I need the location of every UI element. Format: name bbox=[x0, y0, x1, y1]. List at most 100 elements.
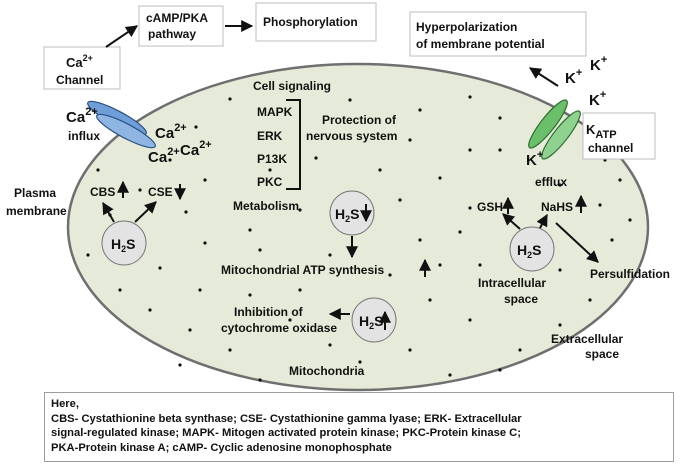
cytoplasm-dot bbox=[418, 108, 422, 112]
extracellular-label-1: Extracellular bbox=[551, 332, 623, 346]
cytoplasm-dot bbox=[328, 253, 332, 257]
ca-ion-inside-3: Ca2+ bbox=[180, 139, 212, 159]
k-ion-1: K+ bbox=[565, 67, 582, 87]
cytoplasm-dot bbox=[418, 238, 422, 242]
abbreviation-legend: Here, CBS- Cystathionine beta synthase; … bbox=[44, 392, 674, 462]
cytoplasm-dot bbox=[378, 168, 382, 172]
cytoplasm-dot bbox=[194, 125, 198, 129]
cytoplasm-dot bbox=[248, 293, 252, 297]
cytoplasm-dot bbox=[558, 268, 562, 272]
cytoplasm-dot bbox=[228, 348, 232, 352]
cell-signaling-label: Cell signaling bbox=[253, 79, 331, 93]
cytoplasm-dot bbox=[86, 253, 90, 257]
cytoplasm-dot bbox=[478, 263, 482, 267]
cytoplasm-dot bbox=[298, 208, 302, 212]
legend-line-4: PKA-Protein kinase A; cAMP- Cyclic adeno… bbox=[51, 441, 392, 454]
camp-label-1: cAMP/PKA bbox=[146, 11, 208, 25]
cytoplasm-dot bbox=[448, 373, 452, 377]
ca-channel-icon bbox=[87, 100, 156, 149]
k-ion-3: K+ bbox=[589, 89, 606, 109]
cytoplasm-dot bbox=[468, 148, 472, 152]
cytoplasm-dot bbox=[558, 183, 562, 187]
h2s-circle-left bbox=[101, 220, 147, 266]
nahs-label: NaHS bbox=[541, 200, 573, 214]
cytoplasm-dot bbox=[298, 288, 302, 292]
arrow-h2s-to-nahs bbox=[536, 213, 548, 229]
cytoplasm-dot bbox=[438, 176, 442, 180]
intracellular-label-2: space bbox=[504, 292, 538, 306]
hyperpolarization-label-2: of membrane potential bbox=[416, 37, 545, 51]
ca-channel-label: Ca2+ bbox=[66, 53, 93, 70]
cytoplasm-dot bbox=[118, 288, 122, 292]
phosphorylation-box bbox=[255, 2, 377, 42]
katp-box bbox=[582, 112, 656, 160]
protection-label-2: nervous system bbox=[306, 129, 397, 143]
cytoplasm-dot bbox=[408, 348, 412, 352]
p13k-label: P13K bbox=[257, 152, 287, 166]
cytoplasm-dot bbox=[258, 378, 262, 382]
legend-line-3: signal-regulated kinase; MAPK- Mitogen a… bbox=[51, 427, 521, 439]
efflux-label: efflux bbox=[535, 175, 567, 189]
inhibition-label-2: cytochrome oxidase bbox=[221, 321, 337, 335]
cytoplasm-dot bbox=[168, 158, 172, 162]
cbs-label: CBS bbox=[90, 185, 115, 199]
hyperpolarization-label-1: Hyperpolarization bbox=[416, 20, 517, 34]
arrow-to-hyperpolarization bbox=[528, 67, 559, 87]
cytoplasm-dot bbox=[628, 218, 632, 222]
cytoplasm-dot bbox=[358, 360, 362, 364]
cytoplasm-dot bbox=[268, 168, 272, 172]
intracellular-label-1: Intracellular bbox=[478, 276, 546, 290]
gsh-label: GSH bbox=[477, 200, 503, 214]
plasma-membrane-label-1: Plasma bbox=[14, 186, 56, 200]
arrow-h2s-to-cse bbox=[134, 201, 157, 223]
h2s-label-lower: H2S bbox=[359, 313, 383, 331]
legend-line-2: CBS- Cystathionine beta synthase; CSE- C… bbox=[51, 412, 522, 425]
cytoplasm-dot bbox=[458, 230, 462, 234]
arrow-h2s-to-persulfidation bbox=[555, 222, 599, 263]
cytoplasm-dot bbox=[258, 248, 262, 252]
cytoplasm-dot bbox=[398, 198, 402, 202]
phosphorylation-label: Phosphorylation bbox=[263, 15, 358, 29]
ca-channel-box bbox=[43, 46, 121, 90]
h2s-label-center: H2S bbox=[335, 206, 359, 224]
protection-label-1: Protection of bbox=[322, 113, 397, 127]
camp-label-2: pathway bbox=[148, 27, 196, 41]
influx-label: influx bbox=[68, 129, 100, 143]
metabolism-label: Metabolism bbox=[233, 199, 299, 213]
cytoplasm-dot bbox=[610, 238, 614, 242]
persulfidation-label: Persulfidation bbox=[590, 267, 670, 281]
cytoplasm-dot bbox=[248, 228, 252, 232]
h2s-circle-center bbox=[329, 190, 375, 236]
h2s-circle-lower bbox=[351, 297, 397, 343]
extracellular-label-2: space bbox=[585, 347, 619, 361]
cytoplasm-dot bbox=[148, 308, 152, 312]
hyperpolarization-box bbox=[409, 11, 587, 57]
ca-ion-outside: Ca2+ bbox=[66, 106, 98, 126]
h2s-label-left: H2S bbox=[111, 236, 135, 254]
cytoplasm-dot bbox=[388, 273, 392, 277]
cytoplasm-dot bbox=[618, 178, 622, 182]
katp-channel-icon bbox=[528, 99, 581, 160]
h2s-circle-right bbox=[509, 226, 555, 272]
katp-label-2: channel bbox=[588, 141, 633, 155]
inhibition-label-1: Inhibition of bbox=[234, 305, 304, 319]
cytoplasm-dot bbox=[178, 363, 182, 367]
h2s-label-right: H2S bbox=[517, 242, 541, 260]
cytoplasm-dot bbox=[188, 328, 192, 332]
legend-line-1: Here, bbox=[51, 398, 79, 410]
cse-label: CSE bbox=[148, 185, 173, 199]
cytoplasm-dot bbox=[498, 148, 502, 152]
cytoplasm-dot bbox=[518, 348, 522, 352]
cytoplasm-dot bbox=[468, 206, 472, 210]
signaling-bracket bbox=[286, 99, 301, 190]
arrow-ca-to-camp bbox=[105, 25, 138, 48]
katp-label: KATP bbox=[586, 122, 617, 141]
cytoplasm-dot bbox=[468, 95, 472, 99]
cytoplasm-dot bbox=[228, 97, 232, 101]
cytoplasm-dot bbox=[203, 241, 207, 245]
mitochondria-label: Mitochondria bbox=[289, 364, 365, 378]
plasma-membrane-label-2: membrane bbox=[6, 204, 67, 218]
cytoplasm-dot bbox=[588, 298, 592, 302]
k-ion-efflux: K+ bbox=[526, 149, 543, 169]
